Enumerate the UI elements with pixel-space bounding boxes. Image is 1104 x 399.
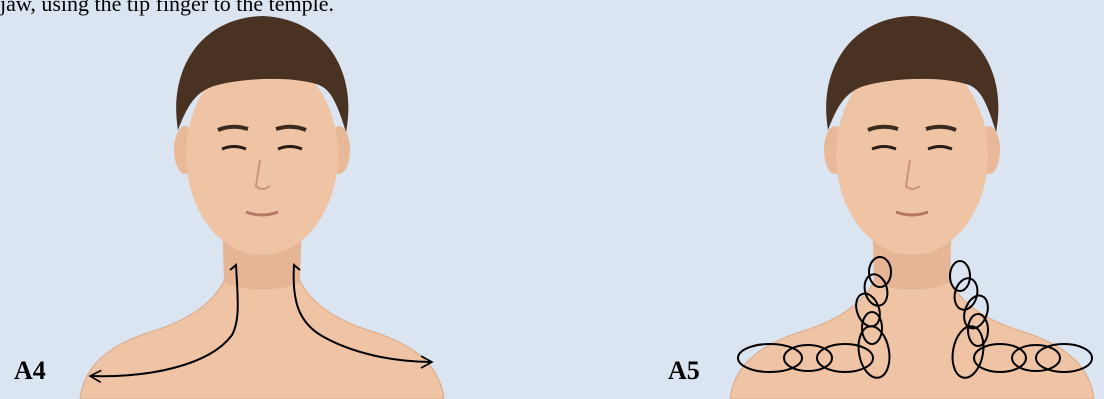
person-a4: [80, 16, 444, 399]
panel-label-a5: A5: [668, 356, 700, 386]
person-a5: [730, 16, 1094, 399]
panel-label-a4: A4: [14, 356, 46, 386]
